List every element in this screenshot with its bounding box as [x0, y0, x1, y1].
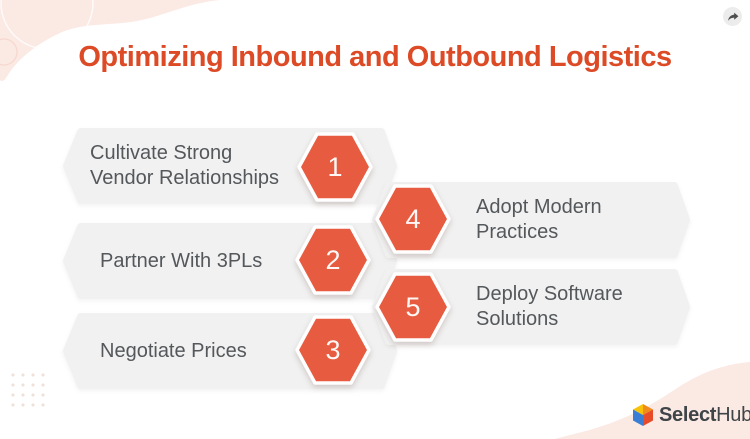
logo-text-hub: Hub: [716, 403, 750, 426]
logo-text: SelectHub: [659, 404, 750, 427]
step-hexagon-1: 1: [296, 131, 374, 203]
step-label-2: Partner With 3PLs: [100, 249, 263, 272]
dots-pattern-decoration: [8, 370, 46, 410]
share-forward-arrow-icon: [727, 12, 738, 21]
step-hexagon-2: 2: [294, 224, 372, 296]
step-number-5: 5: [405, 291, 421, 322]
step-label-5: Deploy Software Solutions: [476, 283, 623, 330]
step-number-4: 4: [405, 203, 421, 234]
step-label-1: Cultivate Strong Vendor Relationships: [90, 142, 280, 189]
step-label-3: Negotiate Prices: [100, 339, 247, 362]
step-hexagon-3: 3: [294, 314, 372, 386]
page-title: Optimizing Inbound and Outbound Logistic…: [78, 41, 672, 73]
step-label-4: Adopt Modern Practices: [476, 196, 602, 243]
step-hexagon-5: 5: [374, 271, 452, 343]
step-hexagon-4: 4: [374, 183, 452, 255]
step-number-1: 1: [327, 151, 343, 182]
logo-text-select: Select: [659, 403, 717, 426]
selecthub-cube-icon: [633, 404, 653, 426]
bottom-right-blob-decoration: [555, 362, 750, 439]
step-number-2: 2: [325, 244, 341, 275]
share-button[interactable]: [723, 7, 742, 26]
step-number-3: 3: [325, 334, 341, 365]
step-banner-4: [372, 182, 690, 258]
selecthub-logo[interactable]: SelectHub: [631, 403, 750, 427]
step-banner-5: [372, 269, 690, 345]
